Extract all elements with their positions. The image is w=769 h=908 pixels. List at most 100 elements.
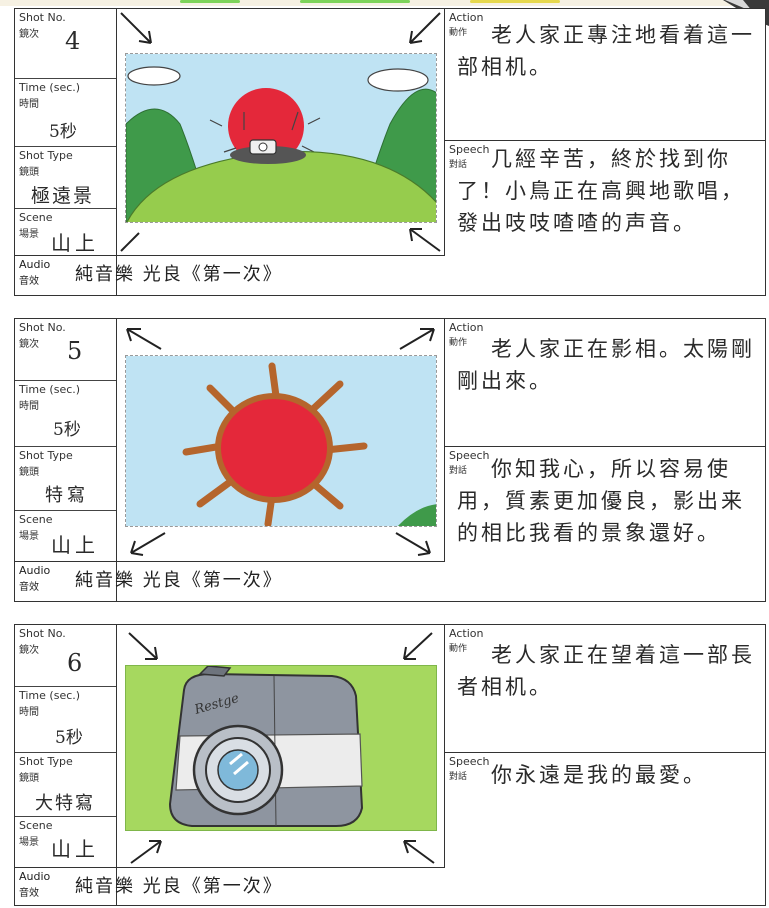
shot-no-value: 4 xyxy=(65,27,81,55)
audio-label-zh: 音效 xyxy=(19,276,39,287)
speech-text: 你永遠是我的最愛。 xyxy=(491,763,707,787)
scene-label: Scene xyxy=(19,513,53,526)
action-label: Action xyxy=(449,11,484,24)
scene-cell: Scene 場景 山上 xyxy=(15,511,116,561)
audio-label: Audio xyxy=(19,870,51,883)
description-column: Action 動作 老人家正在影相。太陽剛剛出來。 Speech 對話 你知我心… xyxy=(445,319,765,601)
scene-label-zh: 場景 xyxy=(19,229,39,240)
audio-label-zh: 音效 xyxy=(19,888,39,899)
storyboard-panel-shot-6: Shot No. 鏡次 6 Time (sec.) 時間 5秒 Shot Typ… xyxy=(14,624,766,906)
shot-no-value: 6 xyxy=(67,649,83,677)
time-label-zh: 時間 xyxy=(19,707,39,718)
shot-no-label: Shot No. xyxy=(19,11,66,24)
arrow-icon xyxy=(130,840,162,864)
audio-row: Audio 音效 純音樂 光良《第一次》 xyxy=(15,255,445,295)
shot-type-cell: Shot Type 鏡頭 極遠景 xyxy=(15,147,116,209)
arrow-icon xyxy=(128,632,158,660)
shot-no-cell: Shot No. 鏡次 4 xyxy=(15,9,116,79)
speech-label-zh: 對話 xyxy=(449,160,468,170)
mountain-landscape-illustration xyxy=(126,54,436,222)
audio-label-zh: 音效 xyxy=(19,582,39,593)
shot-type-label: Shot Type xyxy=(19,449,73,462)
action-section: Action 動作 老人家正在影相。太陽剛剛出來。 xyxy=(445,319,765,447)
description-column: Action 動作 老人家正專注地看着這一部相机。 Speech 對話 几經辛苦… xyxy=(445,9,765,295)
audio-label: Audio xyxy=(19,564,51,577)
shot-no-label: Shot No. xyxy=(19,627,66,640)
time-cell: Time (sec.) 時間 5秒 xyxy=(15,381,116,447)
scene-cell: Scene 場景 山上 xyxy=(15,817,116,867)
arrow-icon xyxy=(409,12,441,44)
arrow-icon xyxy=(120,232,140,252)
storyboard-panel-shot-5: Shot No. 鏡次 5 Time (sec.) 時間 5秒 Shot Typ… xyxy=(14,318,766,602)
shot-type-label-zh: 鏡頭 xyxy=(19,773,39,784)
time-cell: Time (sec.) 時間 5秒 xyxy=(15,79,116,147)
shot-no-label-zh: 鏡次 xyxy=(19,29,39,40)
scene-value: 山上 xyxy=(51,533,99,557)
time-label: Time (sec.) xyxy=(19,81,81,94)
action-section: Action 動作 老人家正專注地看着這一部相机。 xyxy=(445,9,765,141)
highlight-mark xyxy=(300,0,410,3)
arrow-icon xyxy=(120,12,152,44)
time-label: Time (sec.) xyxy=(19,689,81,702)
shot-no-value: 5 xyxy=(67,337,83,365)
audio-label: Audio xyxy=(19,258,51,271)
storyboard-panel-shot-4: Shot No. 鏡次 4 Time (sec.) 時間 5秒 Shot Typ… xyxy=(14,8,766,296)
shot-type-label-zh: 鏡頭 xyxy=(19,467,39,478)
scene-value: 山上 xyxy=(51,231,99,255)
shot-info-column: Shot No. 鏡次 5 Time (sec.) 時間 5秒 Shot Typ… xyxy=(15,319,117,601)
camera-closeup-illustration: Restge xyxy=(126,666,436,830)
shot-frame xyxy=(117,9,445,255)
speech-label: Speech xyxy=(449,449,490,462)
shot-type-cell: Shot Type 鏡頭 大特寫 xyxy=(15,753,116,817)
speech-text: 你知我心，所以容易使用，質素更加優良，影出来的相比我看的景象還好。 xyxy=(457,457,745,545)
action-label-zh: 動作 xyxy=(449,28,468,38)
shot-frame: Restge xyxy=(117,625,445,867)
shot-image xyxy=(125,355,437,527)
scene-label: Scene xyxy=(19,819,53,832)
speech-label: Speech xyxy=(449,143,490,156)
shot-no-cell: Shot No. 鏡次 5 xyxy=(15,319,116,381)
scene-label-zh: 場景 xyxy=(19,837,39,848)
time-value: 5秒 xyxy=(55,728,83,748)
action-text: 老人家正在影相。太陽剛剛出來。 xyxy=(457,337,755,393)
shot-no-label-zh: 鏡次 xyxy=(19,339,39,350)
arrow-icon xyxy=(126,328,162,350)
shot-type-value: 大特寫 xyxy=(35,793,95,814)
highlight-mark xyxy=(180,0,240,3)
action-label-zh: 動作 xyxy=(449,644,468,654)
highlight-mark xyxy=(470,0,560,3)
arrow-icon xyxy=(403,632,433,660)
audio-row: Audio 音效 純音樂 光良《第一次》 xyxy=(15,867,445,905)
action-label: Action xyxy=(449,627,484,640)
time-label-zh: 時間 xyxy=(19,401,39,412)
action-text: 老人家正在望着這一部長者相机。 xyxy=(457,643,755,699)
audio-value: 純音樂 光良《第一次》 xyxy=(75,264,283,285)
shot-image: Restge xyxy=(125,665,437,831)
time-value: 5秒 xyxy=(49,122,77,142)
speech-text: 几經辛苦，終於找到你了！小鳥正在高興地歌唱，發出吱吱喳喳的声音。 xyxy=(457,147,745,235)
time-label: Time (sec.) xyxy=(19,383,81,396)
scene-cell: Scene 場景 山上 xyxy=(15,209,116,255)
audio-row: Audio 音效 純音樂 光良《第一次》 xyxy=(15,561,445,601)
speech-label: Speech xyxy=(449,755,490,768)
shot-type-label: Shot Type xyxy=(19,755,73,768)
arrow-icon xyxy=(395,532,431,556)
shot-type-cell: Shot Type 鏡頭 特寫 xyxy=(15,447,116,511)
shot-type-value: 特寫 xyxy=(45,485,89,506)
page-top-strip xyxy=(0,0,769,6)
shot-no-label-zh: 鏡次 xyxy=(19,645,39,656)
scene-label-zh: 場景 xyxy=(19,531,39,542)
speech-section: Speech 對話 几經辛苦，終於找到你了！小鳥正在高興地歌唱，發出吱吱喳喳的声… xyxy=(445,141,765,295)
time-label-zh: 時間 xyxy=(19,99,39,110)
arrow-icon xyxy=(399,328,435,350)
shot-frame xyxy=(117,319,445,561)
action-section: Action 動作 老人家正在望着這一部長者相机。 xyxy=(445,625,765,753)
shot-image xyxy=(125,53,437,223)
shot-info-column: Shot No. 鏡次 4 Time (sec.) 時間 5秒 Shot Typ… xyxy=(15,9,117,295)
audio-value: 純音樂 光良《第一次》 xyxy=(75,570,283,591)
scene-value: 山上 xyxy=(51,837,99,861)
action-label-zh: 動作 xyxy=(449,338,468,348)
speech-section: Speech 對話 你永遠是我的最愛。 xyxy=(445,753,765,905)
sun-closeup-illustration xyxy=(126,356,436,526)
arrow-icon xyxy=(409,228,441,252)
